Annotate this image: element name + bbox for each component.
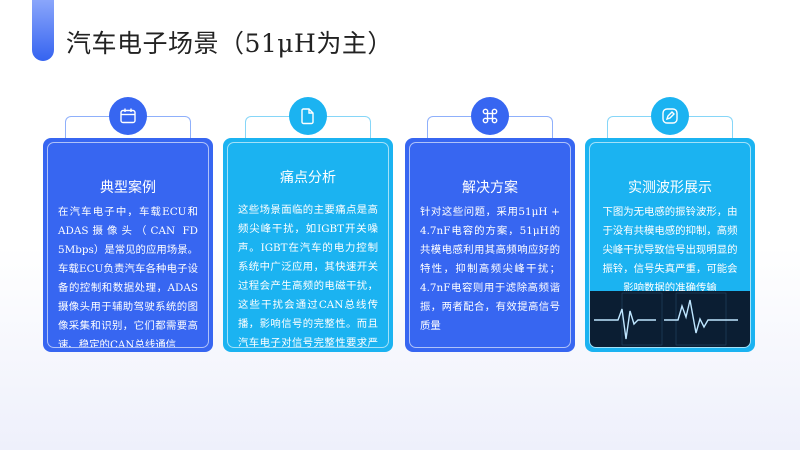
card-body: 针对这些问题，采用51μH + 4.7nF电容的方案，51μH的共模电感利用其高… — [420, 206, 560, 332]
calendar-icon — [109, 97, 147, 135]
page-title: 汽车电子场景（51μH为主） — [66, 29, 393, 58]
command-icon — [471, 97, 509, 135]
ringing-waveform-image — [590, 291, 750, 347]
title-accent-bar — [32, 0, 54, 61]
card-body: 在汽车电子中，车载ECU和ADAS摄像头（CAN FD 5Mbps）是常见的应用… — [58, 206, 198, 348]
card-body: 这些场景面临的主要痛点是高频尖峰干扰，如IGBT开关噪声。IGBT在汽车的电力控… — [238, 204, 378, 348]
card-title: 实测波形展示 — [628, 180, 712, 196]
card-title: 典型案例 — [100, 180, 156, 196]
edit-icon — [651, 97, 689, 135]
card-solution: 解决方案 针对这些问题，采用51μH + 4.7nF电容的方案，51μH的共模电… — [405, 96, 575, 354]
card-body: 下图为无电感的振铃波形，由于没有共模电感的抑制，高频尖峰干扰导致信号出现明显的振… — [602, 206, 738, 294]
card-title: 痛点分析 — [280, 170, 336, 186]
card-title: 解决方案 — [462, 180, 518, 196]
card-typical-cases: 典型案例 在汽车电子中，车载ECU和ADAS摄像头（CAN FD 5Mbps）是… — [43, 96, 213, 354]
card-waveform: 实测波形展示 下图为无电感的振铃波形，由于没有共模电感的抑制，高频尖峰干扰导致信… — [585, 96, 755, 354]
card-pain-points: 痛点分析 这些场景面临的主要痛点是高频尖峰干扰，如IGBT开关噪声。IGBT在汽… — [223, 96, 393, 354]
document-icon — [289, 97, 327, 135]
